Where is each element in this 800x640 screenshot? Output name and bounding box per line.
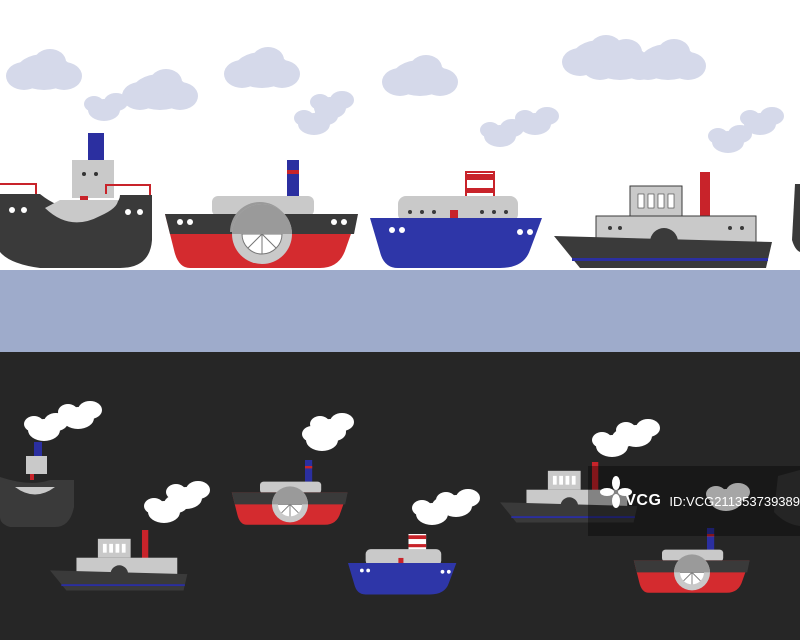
watermark-id: ID:VCG211353739389 (669, 493, 800, 509)
night-edge-ship-fragment (774, 470, 800, 526)
night-grey-steamer-right (500, 462, 638, 523)
night-black-steamer (0, 442, 74, 527)
sea (0, 270, 800, 352)
edge-ship-fragment (792, 184, 800, 252)
grey-steamer (554, 172, 772, 268)
blue-steamer (370, 171, 542, 268)
night-grey-steamer-left (50, 530, 188, 591)
night-blue-steamer (348, 534, 457, 595)
vcg-flower-logo-icon (600, 476, 632, 508)
red-paddle-steamer (165, 160, 358, 268)
watermark-brand: VCG (625, 492, 662, 509)
night-red-paddle-steamer-right (633, 528, 750, 593)
watermark: VCG ID:VCG211353739389 (592, 466, 800, 536)
watermark-band (588, 466, 800, 536)
black-steamer (0, 133, 152, 268)
night-red-paddle-steamer (231, 460, 348, 525)
